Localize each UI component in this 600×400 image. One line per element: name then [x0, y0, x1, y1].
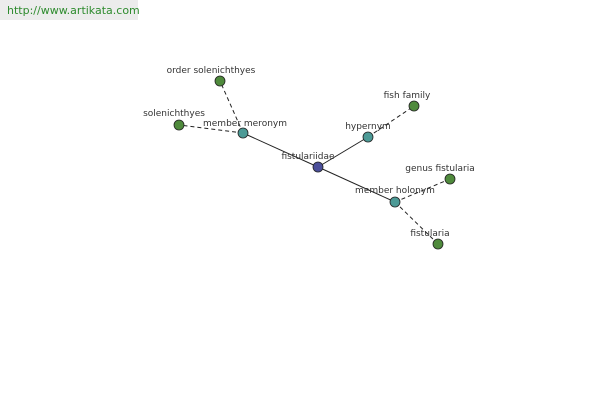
node-member-meronym[interactable] — [237, 127, 249, 139]
edge-holonym-genus-fistularia — [394, 178, 451, 203]
node-hypernym[interactable] — [362, 131, 374, 143]
node-fistularia[interactable] — [432, 238, 444, 250]
label-fish-family: fish family — [384, 91, 431, 101]
label-hypernym: hypernym — [345, 122, 391, 132]
edge-meronym-order-solenichthyes — [219, 80, 244, 134]
node-center[interactable] — [312, 161, 324, 173]
node-member-holonym[interactable] — [389, 196, 401, 208]
label-center: fistulariidae — [281, 152, 335, 162]
node-fish-family[interactable] — [408, 100, 420, 112]
label-order-solenichthyes: order solenichthyes — [167, 66, 256, 76]
node-solenichthyes[interactable] — [173, 119, 185, 131]
edge-center-member-holonym — [317, 166, 396, 203]
edge-hypernym-fish-family — [367, 105, 415, 138]
label-member-holonym: member holonym — [355, 186, 435, 196]
node-genus-fistularia[interactable] — [444, 173, 456, 185]
edge-center-member-meronym — [242, 132, 319, 168]
url-bar: http://www.artikata.com — [0, 0, 140, 20]
edge-holonym-fistularia — [394, 201, 439, 245]
label-solenichthyes: solenichthyes — [143, 109, 205, 119]
node-order-solenichthyes[interactable] — [214, 75, 226, 87]
label-genus-fistularia: genus fistularia — [405, 164, 475, 174]
edge-center-hypernym — [317, 136, 369, 168]
label-member-meronym: member meronym — [203, 119, 287, 129]
label-fistularia: fistularia — [410, 229, 449, 239]
edge-meronym-solenichthyes — [178, 124, 244, 134]
site-url[interactable]: http://www.artikata.com — [7, 4, 140, 17]
